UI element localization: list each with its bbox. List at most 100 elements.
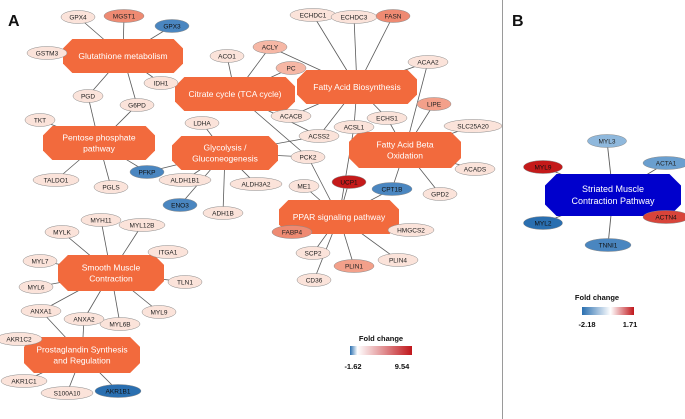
gene-shape-tkt <box>24 113 56 127</box>
gene-node-mylk[interactable]: MYLK <box>44 225 80 239</box>
pathway-node-fab[interactable]: Fatty Acid Biosynthesis <box>297 70 417 104</box>
gene-node-eno3[interactable]: ENO3 <box>162 198 198 212</box>
panel-divider <box>502 0 503 419</box>
pathway-node-ppar[interactable]: PPAR signaling pathway <box>279 200 399 234</box>
gene-node-myl6[interactable]: MYL6 <box>18 280 54 294</box>
gene-node-pc[interactable]: PC <box>275 61 307 75</box>
gene-node-akr1c1[interactable]: AKR1C1 <box>0 374 48 388</box>
gene-shape-pgls <box>93 180 129 194</box>
gene-node-akr1c2[interactable]: AKR1C2 <box>0 332 43 346</box>
gene-node-g6pd[interactable]: G6PD <box>119 98 155 112</box>
gene-label-echdc3: ECHDC3 <box>341 15 368 22</box>
gene-node-aco1[interactable]: ACO1 <box>209 49 245 63</box>
gene-shape-myl3 <box>587 134 627 148</box>
gene-node-mgst1[interactable]: MGST1 <box>103 9 145 23</box>
gene-node-gpd2[interactable]: GPD2 <box>422 187 458 201</box>
gene-node-echdc3[interactable]: ECHDC3 <box>330 10 378 24</box>
gene-node-fabp4[interactable]: FABP4 <box>271 225 313 239</box>
gene-node-gpx4[interactable]: GPX4 <box>60 10 96 24</box>
panel-a-label: A <box>8 13 20 30</box>
pathway-label-pg: and Regulation <box>53 356 110 366</box>
gene-node-myl9[interactable]: MYL9 <box>141 305 177 319</box>
gene-node-aldh3a2[interactable]: ALDH3A2 <box>229 177 283 191</box>
gene-node-myl3[interactable]: MYL3 <box>587 134 627 148</box>
gene-shape-gpd2 <box>422 187 458 201</box>
gene-node-pck2[interactable]: PCK2 <box>290 150 326 164</box>
gene-node-fasn[interactable]: FASN <box>375 9 411 23</box>
gene-node-itga1[interactable]: ITGA1 <box>147 245 189 259</box>
gene-node-myl7[interactable]: MYL7 <box>22 254 58 268</box>
gene-node-myl12b[interactable]: MYL12B <box>118 218 166 232</box>
gene-node-actn4[interactable]: ACTN4 <box>642 210 685 224</box>
gene-node-cpt1b[interactable]: CPT1B <box>371 182 413 196</box>
gene-node-plin4[interactable]: PLIN4 <box>377 253 419 267</box>
pathway-shape-glutathione <box>63 39 183 73</box>
gene-node-acss2[interactable]: ACSS2 <box>298 129 340 143</box>
gene-shape-aldh3a2 <box>229 177 283 191</box>
gene-shape-itga1 <box>147 245 189 259</box>
gene-node-ucp1[interactable]: UCP1 <box>331 175 367 189</box>
gene-node-myh11[interactable]: MYH11 <box>80 213 122 227</box>
gene-node-gpx3[interactable]: GPX3 <box>154 19 190 33</box>
gene-node-pgd[interactable]: PGD <box>72 89 104 103</box>
gene-node-lipe[interactable]: LIPE <box>416 97 452 111</box>
gene-node-acsl1[interactable]: ACSL1 <box>333 120 375 134</box>
gene-node-acacb[interactable]: ACACB <box>270 109 312 123</box>
gene-label-gstm3: GSTM3 <box>36 51 59 58</box>
gene-shape-echs1 <box>366 111 408 125</box>
pathway-shape-pg <box>24 337 140 373</box>
gene-node-pfkp[interactable]: PFKP <box>129 165 165 179</box>
pathway-label-smc: Smooth Muscle <box>82 263 141 273</box>
gene-node-plin1[interactable]: PLIN1 <box>333 259 375 273</box>
pathway-node-glutathione[interactable]: Glutathione metabolism <box>63 39 183 73</box>
legend-a-max: 9.54 <box>395 362 410 371</box>
gene-node-aldh1b1[interactable]: ALDH1B1 <box>158 173 212 187</box>
gene-node-tnni1[interactable]: TNNI1 <box>584 238 632 252</box>
gene-node-gstm3[interactable]: GSTM3 <box>26 46 68 60</box>
gene-shape-s100a10 <box>40 386 94 400</box>
pathway-node-tca[interactable]: Citrate cycle (TCA cycle) <box>175 77 295 111</box>
gene-node-anxa1[interactable]: ANXA1 <box>20 304 62 318</box>
gene-node-s100a10[interactable]: S100A10 <box>40 386 94 400</box>
gene-node-me1[interactable]: ME1 <box>288 179 320 193</box>
gene-node-akr1b1[interactable]: AKR1B1 <box>94 384 142 398</box>
gene-node-acads[interactable]: ACADS <box>454 162 496 176</box>
gene-shape-me1 <box>288 179 320 193</box>
gene-node-anxa2[interactable]: ANXA2 <box>63 312 105 326</box>
gene-node-myl9[interactable]: MYL9 <box>523 160 563 174</box>
legend-b-min: -2.18 <box>578 320 595 329</box>
gene-node-ldha[interactable]: LDHA <box>184 116 220 130</box>
gene-node-acaa2[interactable]: ACAA2 <box>407 55 449 69</box>
pathway-node-glyco[interactable]: Glycolysis /Gluconeogenesis <box>172 136 278 170</box>
gene-node-tkt[interactable]: TKT <box>24 113 56 127</box>
gene-label-echdc1: ECHDC1 <box>300 13 327 20</box>
gene-node-acta1[interactable]: ACTA1 <box>642 156 685 170</box>
gene-node-cd36[interactable]: CD36 <box>296 273 332 287</box>
gene-node-pgls[interactable]: PGLS <box>93 180 129 194</box>
gene-shape-pgd <box>72 89 104 103</box>
gene-label-pfkp: PFKP <box>139 170 156 177</box>
gene-node-tln1[interactable]: TLN1 <box>167 275 203 289</box>
gene-node-myl6b[interactable]: MYL6B <box>99 317 141 331</box>
gene-node-hmgcs2[interactable]: HMGCS2 <box>387 223 435 237</box>
gene-shape-myl9 <box>523 160 563 174</box>
gene-node-myl2[interactable]: MYL2 <box>523 216 563 230</box>
gene-node-taldo1[interactable]: TALDO1 <box>32 173 80 187</box>
gene-node-idh1[interactable]: IDH1 <box>143 76 179 90</box>
gene-shape-fasn <box>375 9 411 23</box>
gene-node-acly[interactable]: ACLY <box>252 40 288 54</box>
gene-node-adh1b[interactable]: ADH1B <box>202 206 244 220</box>
gene-node-echdc1[interactable]: ECHDC1 <box>289 8 337 22</box>
gene-label-myl3: MYL3 <box>599 139 616 146</box>
pathway-shape-smc <box>58 255 164 291</box>
gene-node-slc25a20[interactable]: SLC25A20 <box>443 119 503 133</box>
gene-shape-eno3 <box>162 198 198 212</box>
gene-node-scp2[interactable]: SCP2 <box>295 246 331 260</box>
gene-node-echs1[interactable]: ECHS1 <box>366 111 408 125</box>
